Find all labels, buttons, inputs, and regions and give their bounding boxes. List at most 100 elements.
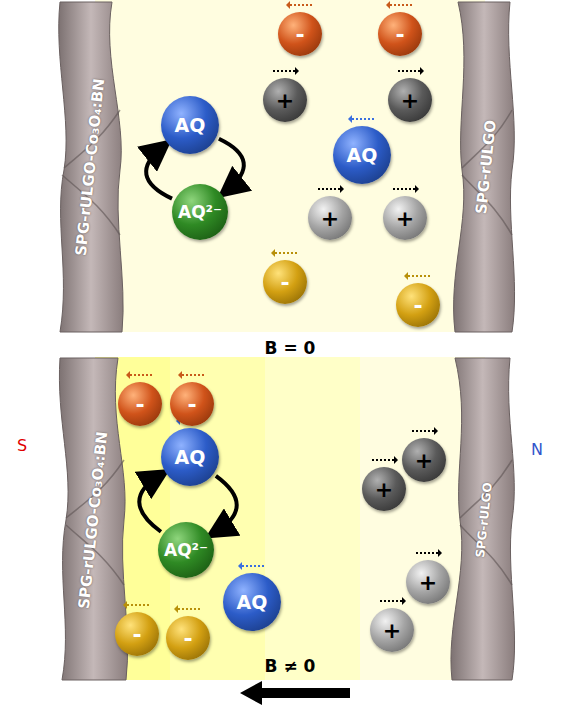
motion-arrow <box>242 565 264 567</box>
electrode-label: SPG-rULGO-Co₃O₄:BN <box>72 77 109 256</box>
motion-arrowhead <box>286 1 290 9</box>
electrode: SPG-rULGO-Co₃O₄:BN <box>73 362 113 678</box>
species-label: - <box>395 22 404 47</box>
ion-ball: - <box>118 382 162 426</box>
motion-arrows <box>123 1 442 613</box>
motion-arrowhead <box>394 456 398 464</box>
motion-arrowhead <box>438 549 442 557</box>
species-label: - <box>280 270 289 295</box>
species-label: - <box>187 392 196 417</box>
ion-ball: AQ <box>161 428 219 486</box>
motion-arrowhead <box>386 1 390 9</box>
motion-arrowhead <box>402 597 406 605</box>
ion-ball: AQ <box>161 96 219 154</box>
motion-arrowhead <box>420 67 424 75</box>
motion-arrowhead <box>123 601 127 609</box>
species-label: + <box>401 88 419 113</box>
species-label: + <box>419 570 437 595</box>
species-label: - <box>295 22 304 47</box>
pole-label: S <box>17 436 27 455</box>
pole-label: N <box>531 440 543 459</box>
motion-arrow <box>390 4 412 6</box>
electrode: SPG-rULGO <box>467 362 501 678</box>
ion-ball: + <box>308 196 352 240</box>
concentration-band <box>170 357 265 680</box>
motion-arrow <box>412 430 434 432</box>
motion-arrowhead <box>340 185 344 193</box>
motion-arrow <box>352 118 374 120</box>
motion-arrow <box>318 188 340 190</box>
electrode: SPG-rULGO <box>468 12 504 322</box>
species-label: - <box>413 293 422 318</box>
ion-ball: - <box>263 260 307 304</box>
species-label: AQ²⁻ <box>164 540 208 560</box>
species-label: - <box>132 622 141 647</box>
motion-arrowhead <box>174 605 178 613</box>
field-arrow <box>240 681 350 705</box>
redox-arrow <box>146 147 172 199</box>
motion-arrow <box>393 188 415 190</box>
motion-arrow <box>290 4 312 6</box>
motion-arrowhead <box>238 562 242 570</box>
ion-ball: + <box>362 467 406 511</box>
motion-arrowhead <box>348 115 352 123</box>
ion-ball: AQ²⁻ <box>172 184 228 240</box>
concentration-band <box>265 357 360 680</box>
field-label: B = 0 <box>265 338 316 358</box>
motion-arrowhead <box>126 371 130 379</box>
electrode-shape <box>59 2 515 680</box>
species-label: AQ <box>175 446 206 468</box>
ion-ball: - <box>166 616 210 660</box>
ion-ball: - <box>378 12 422 56</box>
magnet: N <box>531 440 567 645</box>
species-label: - <box>135 392 144 417</box>
species-label: + <box>383 618 401 643</box>
field-label: B ≠ 0 <box>265 656 316 676</box>
redox-arrow <box>215 476 237 533</box>
ion-ball: AQ <box>333 126 391 184</box>
species-label: - <box>183 626 192 651</box>
electrode: SPG-rULGO-Co₃O₄:BN <box>70 12 110 322</box>
motion-arrowhead <box>415 185 419 193</box>
motion-arrow <box>127 604 149 606</box>
species-label: AQ <box>237 591 268 613</box>
magnet: S <box>17 436 51 641</box>
ion-ball: AQ <box>223 573 281 631</box>
ion-ball: - <box>396 283 440 327</box>
motion-arrowhead <box>178 371 182 379</box>
motion-arrow <box>372 459 394 461</box>
ion-ball: - <box>115 612 159 656</box>
motion-arrow <box>273 70 295 72</box>
electrode-label: SPG-rULGO <box>472 119 500 215</box>
electrode-label: SPG-rULGO-Co₃O₄:BN <box>75 430 112 609</box>
ion-ball: AQ²⁻ <box>158 522 214 578</box>
motion-arrow <box>416 552 438 554</box>
species-label: + <box>415 448 433 473</box>
ion-ball: + <box>383 196 427 240</box>
motion-arrow <box>275 252 297 254</box>
motion-arrowhead <box>404 272 408 280</box>
ion-ball: + <box>388 78 432 122</box>
species-label: AQ <box>175 114 206 136</box>
species-label: + <box>276 88 294 113</box>
motion-arrow <box>178 608 200 610</box>
ion-ball: - <box>278 12 322 56</box>
electrolyte <box>95 357 485 680</box>
motion-arrowhead <box>295 67 299 75</box>
ion-ball: + <box>406 560 450 604</box>
species-label: AQ²⁻ <box>178 202 222 222</box>
species-label: + <box>375 477 393 502</box>
twist-line <box>62 110 512 585</box>
ion-ball: - <box>170 382 214 426</box>
motion-arrow <box>380 600 402 602</box>
electrode-label: SPG-rULGO <box>473 482 495 559</box>
motion-arrowhead <box>271 249 275 257</box>
redox-arrow <box>219 139 244 191</box>
ion-ball: + <box>402 438 446 482</box>
species-label: + <box>396 206 414 231</box>
electrolyte <box>95 0 485 332</box>
motion-arrowhead <box>434 427 438 435</box>
ion-ball: + <box>263 78 307 122</box>
motion-arrow <box>130 374 152 376</box>
redox-arrow <box>139 475 161 532</box>
